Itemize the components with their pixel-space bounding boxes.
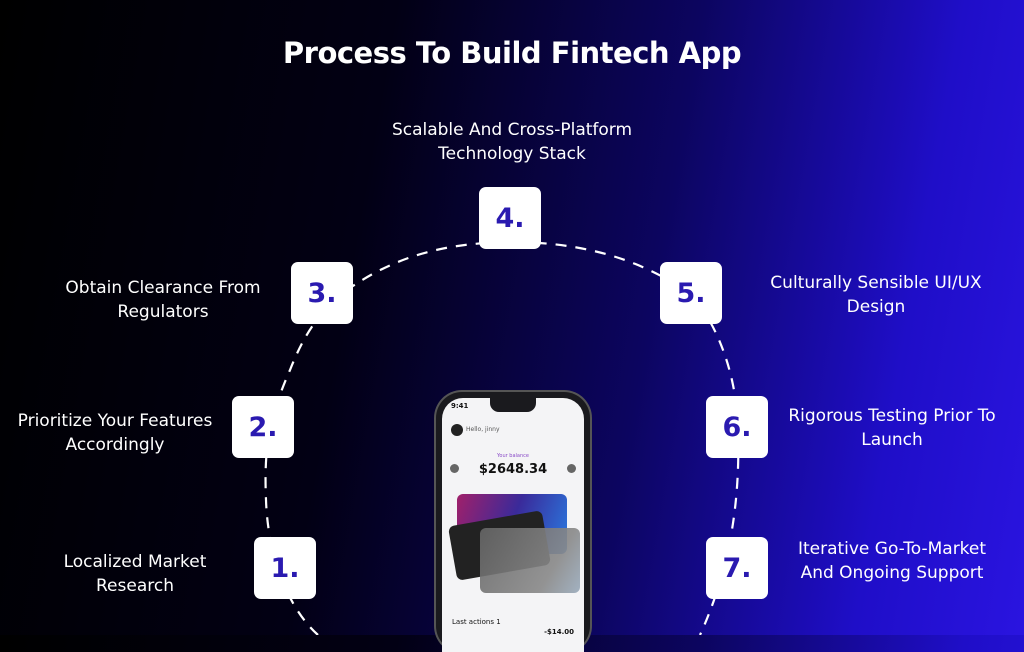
step-1-number: 1. bbox=[254, 537, 316, 599]
page-title: Process To Build Fintech App bbox=[282, 36, 742, 70]
phone-time: 9:41 bbox=[451, 402, 469, 410]
step-4-label: Scalable And Cross-Platform Technology S… bbox=[391, 120, 633, 164]
balance-label: Your balance bbox=[497, 453, 529, 459]
last-actions-heading: Last actions 1 bbox=[452, 618, 501, 626]
step-2-label: Prioritize Your Features Accordingly bbox=[17, 411, 213, 455]
step-1-label: Localized Market Research bbox=[63, 552, 207, 596]
last-actions-count: 1 bbox=[496, 618, 501, 626]
transaction-amount: -$14.00 bbox=[544, 628, 574, 636]
step-6-label: Rigorous Testing Prior To Launch bbox=[788, 406, 996, 450]
step-3-number: 3. bbox=[291, 262, 353, 324]
step-2-number: 2. bbox=[232, 396, 294, 458]
phone-mockup: 9:41 Hello, jinny Your balance $2648.34 … bbox=[436, 392, 590, 652]
balance-value: $2648.34 bbox=[478, 462, 548, 477]
arrow-left-icon bbox=[450, 464, 459, 473]
step-7-number: 7. bbox=[706, 537, 768, 599]
phone-screen: 9:41 Hello, jinny Your balance $2648.34 … bbox=[442, 398, 584, 652]
step-3-label: Obtain Clearance From Regulators bbox=[65, 278, 261, 322]
step-7-label: Iterative Go-To-Market And Ongoing Suppo… bbox=[797, 539, 987, 583]
greeting: Hello, jinny bbox=[466, 426, 500, 433]
step-5-label: Culturally Sensible UI/UX Design bbox=[770, 273, 982, 317]
step-4-number: 4. bbox=[479, 187, 541, 249]
card-image bbox=[480, 528, 580, 593]
phone-notch bbox=[490, 398, 536, 412]
step-5-number: 5. bbox=[660, 262, 722, 324]
avatar bbox=[451, 424, 463, 436]
last-actions-label: Last actions bbox=[452, 618, 494, 626]
plus-icon bbox=[567, 464, 576, 473]
step-6-number: 6. bbox=[706, 396, 768, 458]
